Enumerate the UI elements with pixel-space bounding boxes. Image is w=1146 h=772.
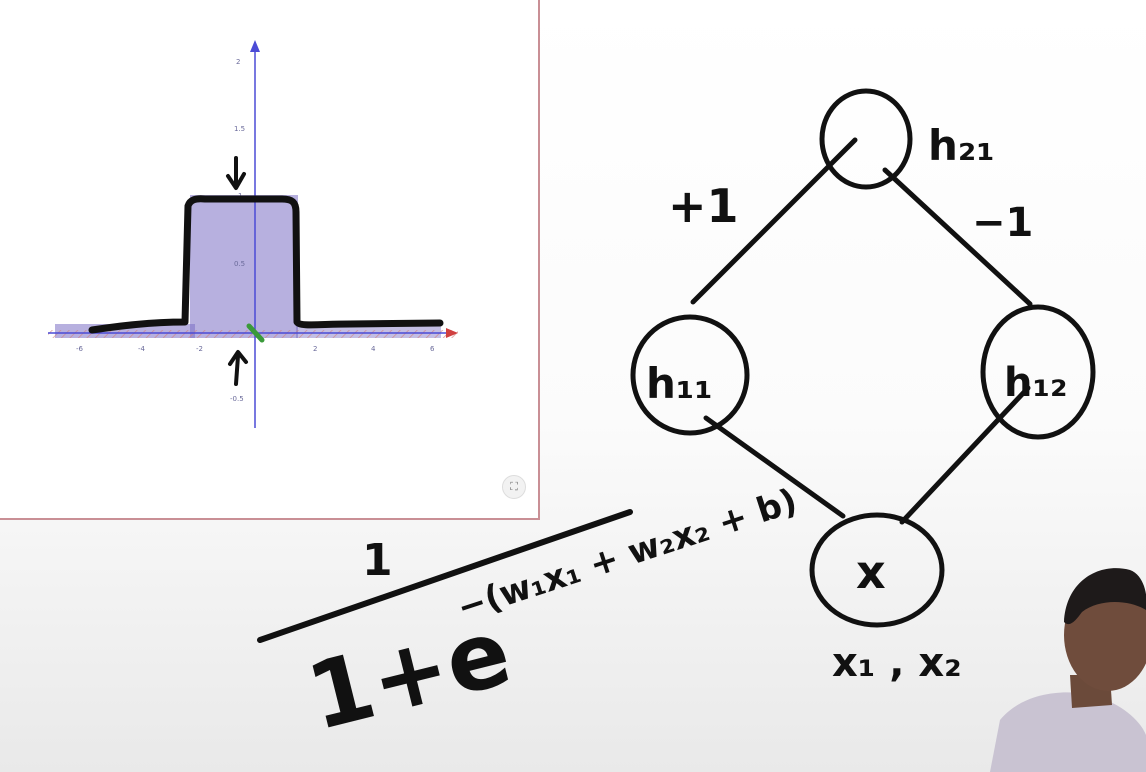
- edge-weight-minus-one: −1: [972, 200, 1033, 246]
- edge-left-bottom: [703, 415, 846, 519]
- node-right-circle: [980, 304, 1096, 440]
- formula-denominator: 1+e: [297, 598, 520, 751]
- up-arrow-ink: [228, 350, 248, 386]
- presenter-figure: [990, 568, 1146, 772]
- node-label-right: h₁₂: [1004, 360, 1068, 406]
- y-tick-label: -0.5: [230, 395, 244, 403]
- y-axis-arrow: [250, 40, 260, 52]
- edge-right-bottom: [899, 385, 1031, 525]
- y-tick-label: 1.5: [234, 125, 245, 133]
- x-tick-label: -6: [76, 345, 84, 353]
- node-top-circle: [819, 88, 913, 190]
- formula-fraction-bar: [257, 509, 633, 643]
- x-tick-label: -4: [138, 345, 146, 353]
- y-tick-label: 2: [236, 58, 240, 66]
- presenter-shirt: [990, 692, 1146, 772]
- edge-top-right: [882, 167, 1033, 307]
- node-left-circle: [630, 314, 750, 436]
- x-axis-hatch: [48, 330, 458, 338]
- down-arrow-ink: [226, 156, 246, 190]
- input-label: x₁ , x₂: [832, 640, 962, 686]
- x-tick-label: -2: [196, 345, 203, 353]
- function-plot: 2 1.5 1 0.5 -0.5 -6 -4 -2 2 4 6: [48, 40, 458, 428]
- graph-panel: 2 1.5 1 0.5 -0.5 -6 -4 -2 2 4 6 ⛶: [0, 0, 540, 520]
- node-label-top: h₂₁: [928, 121, 995, 170]
- shaded-region-bump: [190, 195, 298, 338]
- node-bottom-circle: [809, 512, 945, 628]
- x-tick-label: 6: [430, 345, 435, 353]
- node-label-bottom: x: [856, 545, 886, 599]
- presenter-video: [990, 560, 1146, 772]
- node-label-left: h₁₁: [646, 359, 713, 408]
- fullscreen-icon[interactable]: ⛶: [502, 475, 526, 499]
- x-tick-label: 4: [371, 345, 376, 353]
- bump-curve-ink: [88, 195, 444, 334]
- formula-numerator: 1: [362, 535, 393, 586]
- x-axis-arrow: [446, 328, 458, 338]
- y-tick-label: 0.5: [234, 260, 245, 268]
- origin-point: [246, 323, 265, 343]
- presenter-hair: [1064, 568, 1146, 625]
- edge-weight-plus-one: +1: [668, 179, 739, 233]
- x-tick-label: 2: [313, 345, 317, 353]
